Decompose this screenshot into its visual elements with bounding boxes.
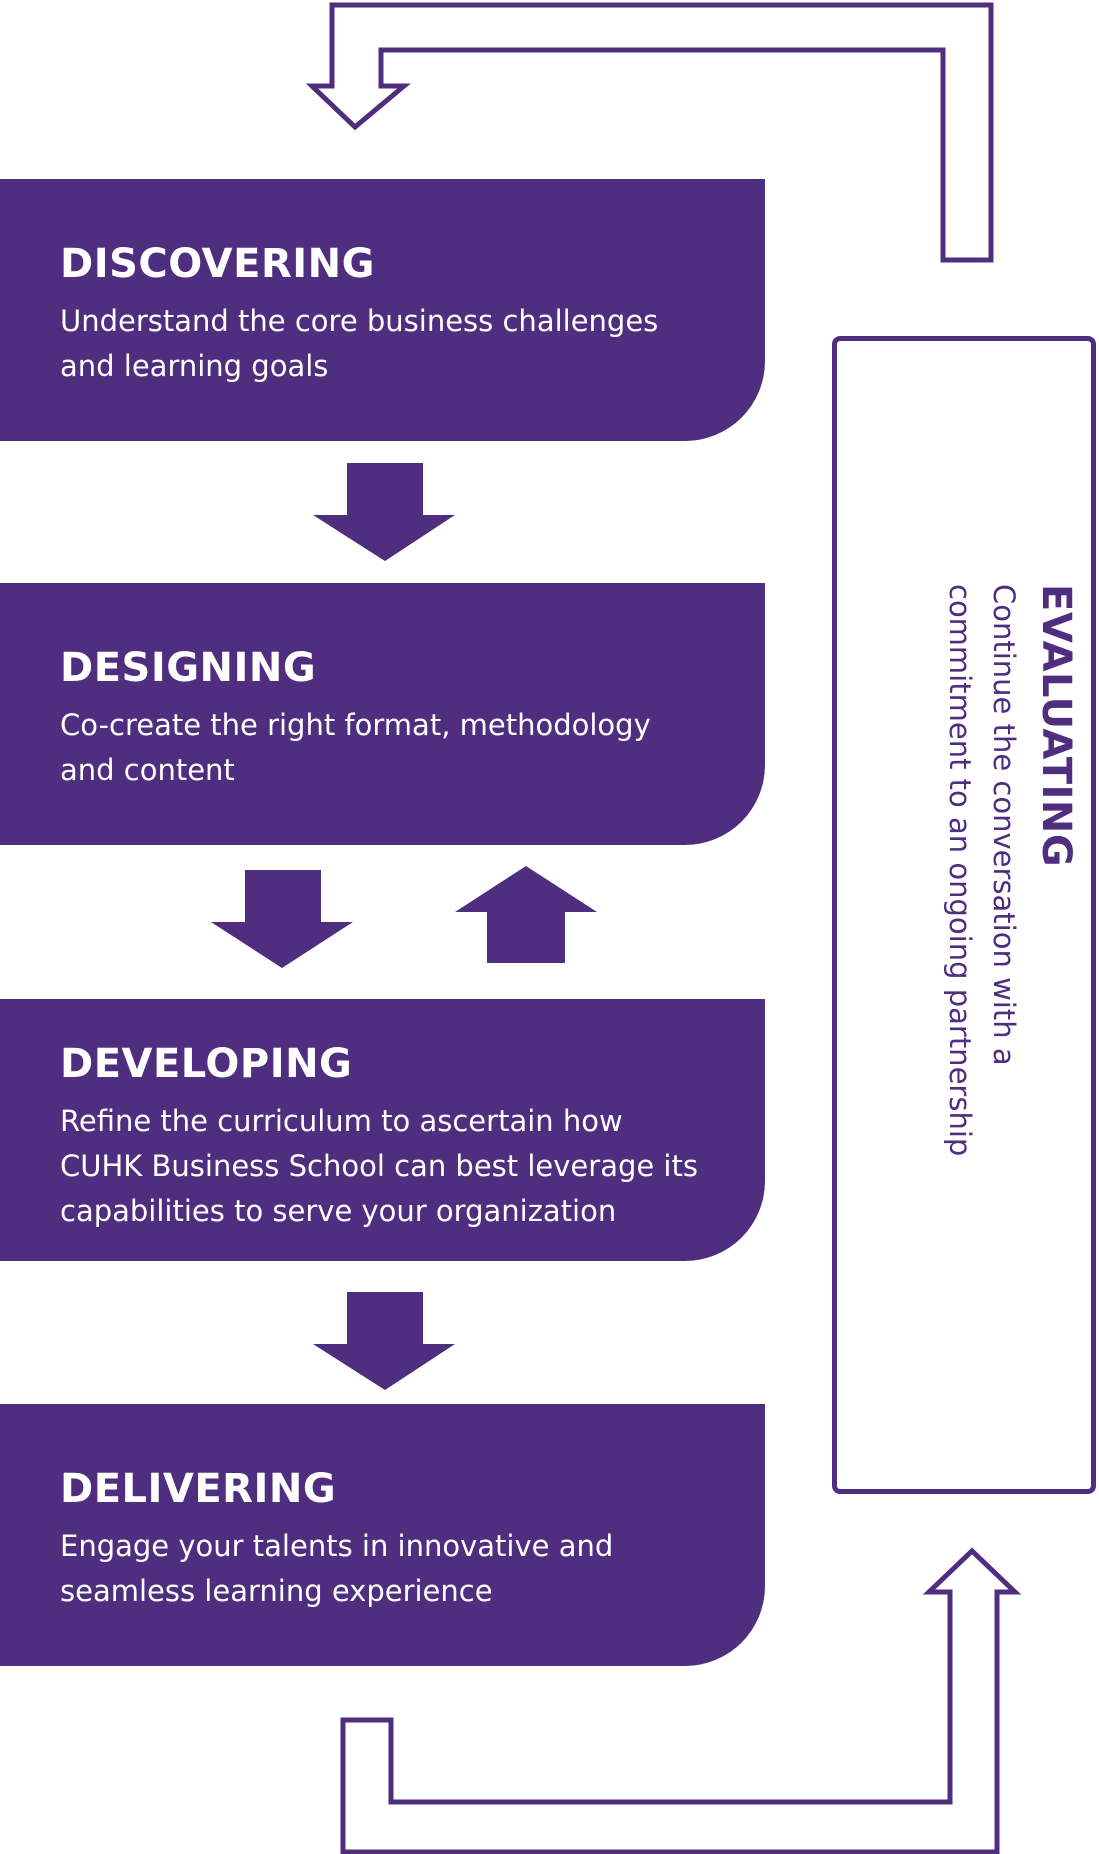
evaluating-description: Continue the conversation with a commitm… (943, 584, 1021, 1157)
bottom-loop-arrow-icon (340, 1547, 1022, 1854)
stage-title: DISCOVERING (60, 241, 375, 287)
stage-title: DELIVERING (60, 1466, 337, 1512)
stage-description: Engage your talents in innovative and se… (60, 1529, 614, 1608)
stage-title: DEVELOPING (60, 1041, 353, 1087)
stage-title: DESIGNING (60, 645, 317, 691)
down-arrow-icon-2 (211, 870, 353, 968)
stage-designing: DESIGNING Co-create the right format, me… (0, 583, 765, 845)
down-arrow-icon-1 (313, 463, 455, 561)
evaluating-content: EVALUATING Continue the conversation wit… (938, 584, 1080, 1204)
down-arrow-icon-3 (313, 1292, 455, 1390)
up-arrow-icon (455, 866, 597, 963)
stage-developing: DEVELOPING Refine the curriculum to asce… (0, 999, 765, 1261)
stage-delivering: DELIVERING Engage your talents in innova… (0, 1404, 765, 1666)
evaluating-panel (832, 336, 1096, 1494)
stage-description: Co-create the right format, methodology … (60, 708, 651, 787)
stage-description: Understand the core business challenges … (60, 304, 659, 383)
top-loop-arrow-icon (305, 2, 994, 263)
stage-description: Refine the curriculum to ascertain how C… (60, 1104, 698, 1228)
stage-discovering: DISCOVERING Understand the core business… (0, 179, 765, 441)
evaluating-title: EVALUATING (1033, 584, 1079, 868)
